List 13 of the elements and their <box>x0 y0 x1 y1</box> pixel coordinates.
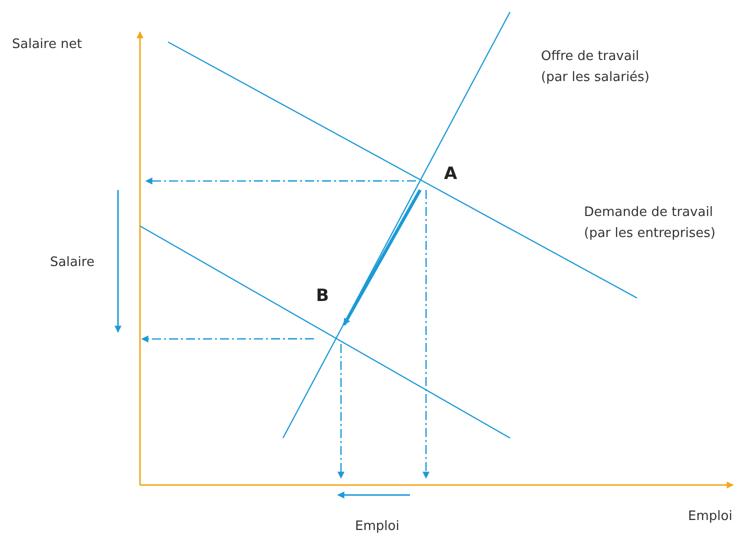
curve-label: Demande de travail (par les entreprises) <box>584 204 716 243</box>
curve-label: Offre de travail (par les salariés) <box>541 48 650 87</box>
arrow <box>342 189 422 326</box>
projection-arrow <box>145 178 416 184</box>
point-label: A <box>444 164 458 184</box>
point-label: B <box>316 286 329 306</box>
axis-label: Emploi <box>688 508 734 526</box>
projection-arrow <box>141 336 314 342</box>
axis-label: Salaire <box>50 254 96 272</box>
axis-label: Emploi <box>355 518 400 535</box>
axis-label: Salaire net <box>12 36 83 54</box>
projection-arrow <box>338 344 344 479</box>
projection-arrow <box>422 190 430 479</box>
